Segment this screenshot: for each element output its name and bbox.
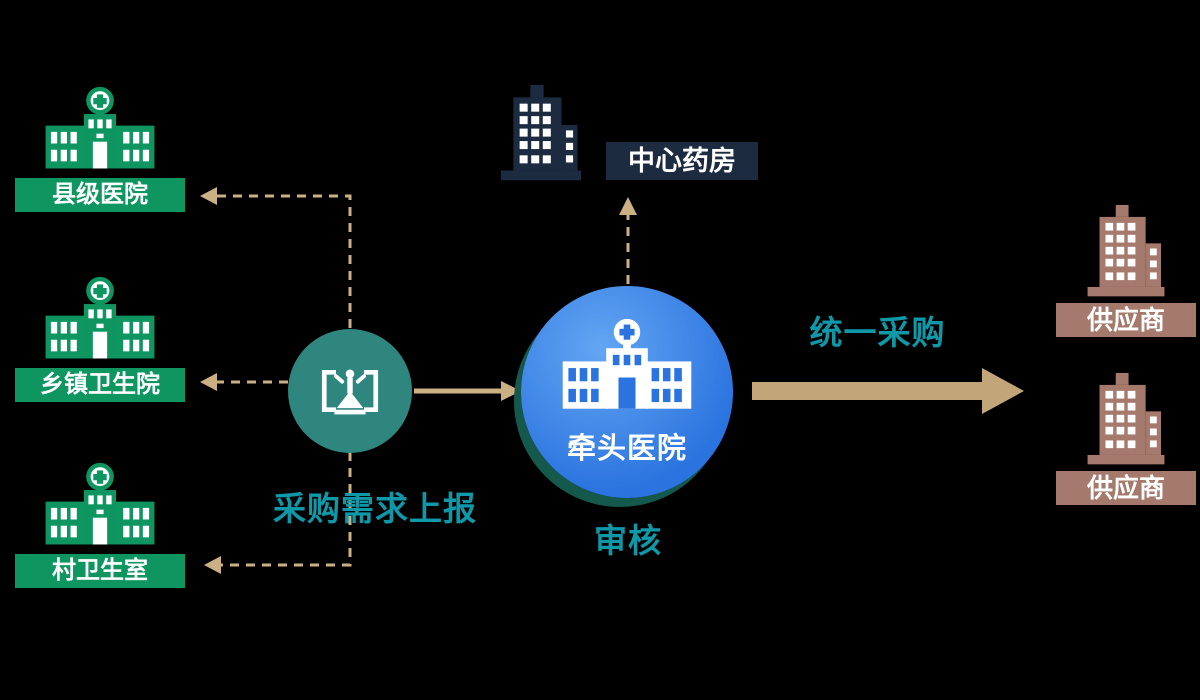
- village-clinic-node: 村卫生室: [15, 462, 185, 588]
- government-emblem-icon: [311, 352, 389, 430]
- township-clinic-node: 乡镇卫生院: [15, 276, 185, 402]
- office-building-icon: [492, 82, 590, 185]
- procurement-hub-node: [288, 329, 412, 453]
- township-clinic-label: 乡镇卫生院: [15, 368, 185, 402]
- lead-hospital-label: 牵头医院: [566, 433, 687, 465]
- dashed-connector-county: [216, 194, 352, 328]
- county-hospital-label: 县级医院: [15, 178, 185, 212]
- lead-hospital-node: 牵头医院: [521, 286, 733, 498]
- supplier-top-label: 供应商: [1056, 303, 1196, 337]
- unified-procurement-arrow: [752, 368, 1024, 414]
- arrowhead-county-icon: [200, 187, 217, 205]
- supplier-top-node: 供应商: [1056, 202, 1196, 337]
- office-building-icon: [1079, 370, 1173, 469]
- village-clinic-label: 村卫生室: [15, 554, 185, 588]
- hospital-icon: [42, 86, 158, 176]
- arrowhead-township-icon: [200, 373, 217, 391]
- county-hospital-node: 县级医院: [15, 86, 185, 212]
- review-annotation: 审核: [594, 522, 662, 559]
- hospital-icon: [42, 462, 158, 552]
- office-building-icon: [1079, 202, 1173, 301]
- arrowhead-pharmacy-icon: [619, 197, 637, 215]
- lead-hospital-icon: [562, 318, 692, 409]
- report-annotation: 采购需求上报: [273, 490, 477, 527]
- supplier-bottom-label: 供应商: [1056, 471, 1196, 505]
- central-pharmacy-label: 中心药房: [606, 142, 758, 180]
- arrowhead-village-icon: [204, 556, 221, 574]
- hospital-icon: [42, 276, 158, 366]
- arrowhead-lead-icon: [501, 381, 521, 401]
- supplier-bottom-node: 供应商: [1056, 370, 1196, 505]
- procurement-annotation: 统一采购: [809, 314, 946, 351]
- central-pharmacy-node: [492, 82, 590, 185]
- dashed-connector-village: [220, 452, 352, 567]
